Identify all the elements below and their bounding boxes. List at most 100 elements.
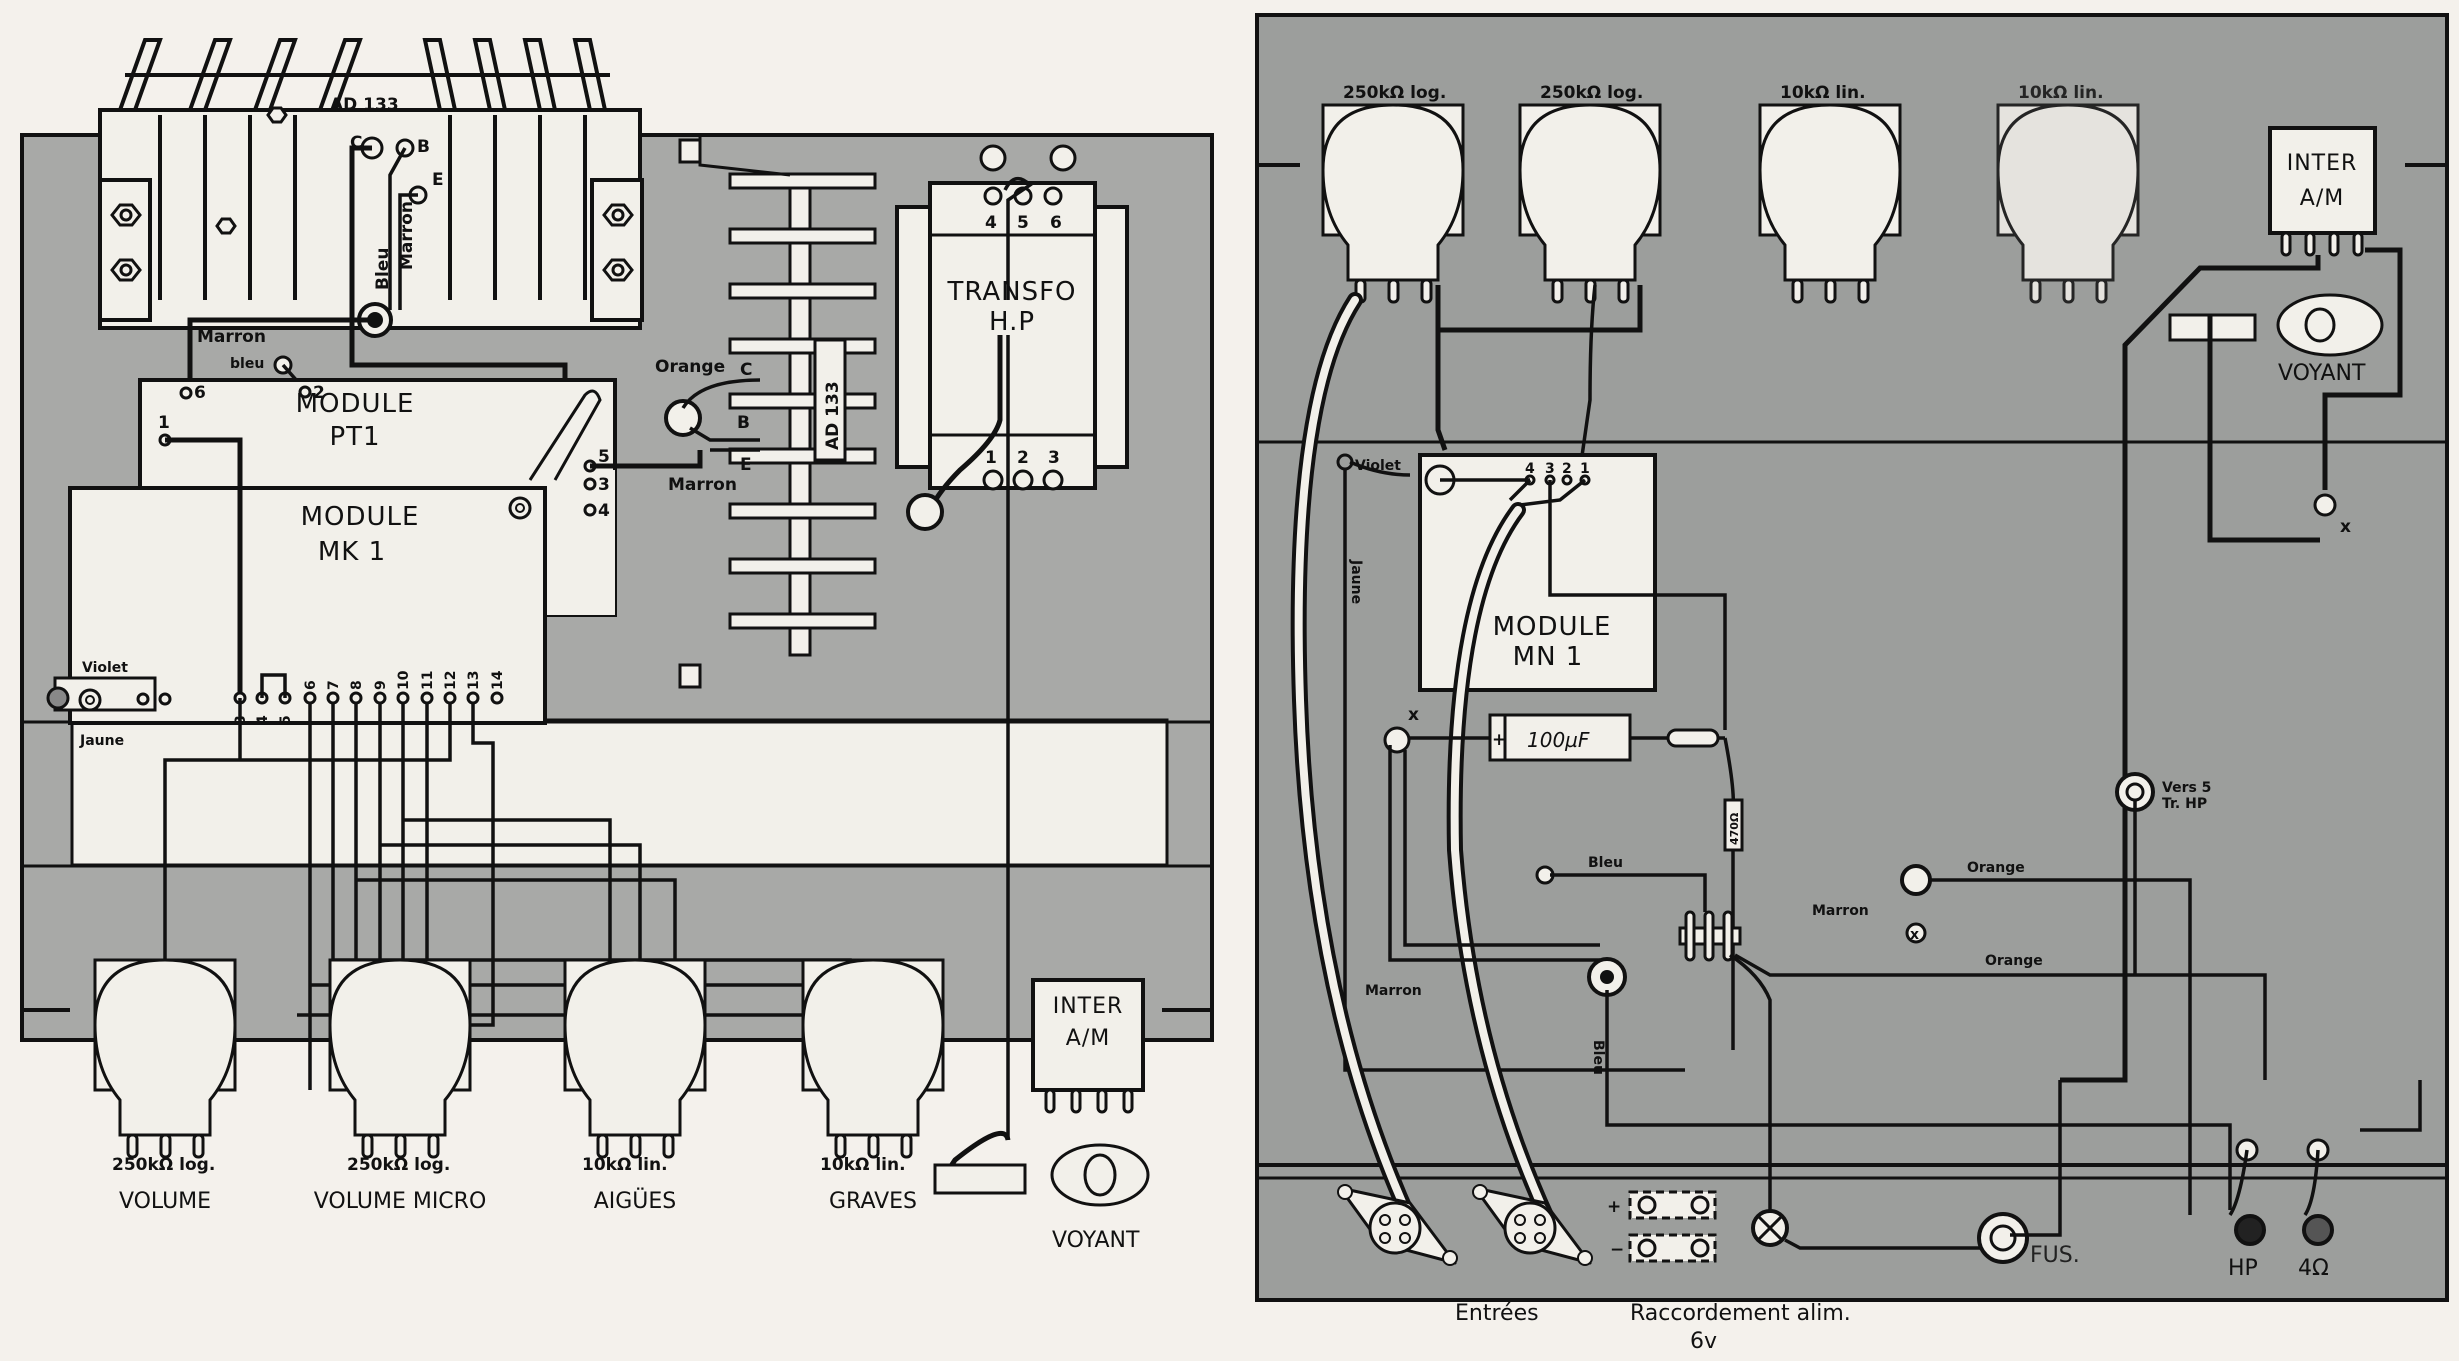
- wire-label-marron: Marron: [397, 201, 417, 270]
- mk1-pin-label: 12: [443, 671, 459, 690]
- pot-name: VOLUME: [119, 1189, 211, 1214]
- capacitor-100uf: + 100µF: [1395, 713, 1725, 762]
- mk1-pin: [326, 691, 340, 705]
- hp-label: HP: [2228, 1256, 2258, 1281]
- mk1-pin: [373, 691, 387, 705]
- module-pt1-title: MODULE: [296, 389, 415, 419]
- mk1-pin: [490, 691, 504, 705]
- potentiometer: 10kΩ lin. GRAVES: [801, 958, 945, 1214]
- power-plus: +: [1607, 1197, 1621, 1217]
- power-connector: + −: [1607, 1190, 1990, 1263]
- mk1-pin-label: 7: [326, 680, 342, 690]
- transformer-pin-1: 1: [985, 448, 997, 468]
- wire-label-bleu: Bleu: [373, 248, 393, 290]
- transformer-pin-5: 5: [1017, 213, 1029, 233]
- potentiometer: 10kΩ lin. AIGÜES: [563, 958, 707, 1214]
- mn1-pin-3: 3: [1545, 461, 1555, 477]
- transformer-pin-2: 2: [1017, 448, 1029, 468]
- pot-name: VOLUME MICRO: [314, 1189, 487, 1214]
- wire-label-bleu-right: Bleu: [1588, 855, 1623, 871]
- mn1-pin-4: 4: [1525, 461, 1535, 477]
- resistor-label: 470Ω: [1728, 812, 1741, 845]
- wire-label-bleu-vertical: Bleu: [1590, 1040, 1606, 1075]
- transistor-label: AD 133: [330, 95, 399, 115]
- wire-label-violet: Violet: [82, 660, 128, 676]
- impedance-label: 4Ω: [2298, 1256, 2329, 1281]
- caption-power: Raccordement alim.: [1630, 1301, 1851, 1326]
- fuse-label: FUS.: [2030, 1243, 2080, 1268]
- wire-label-marron-top: Marron: [197, 327, 266, 347]
- mk1-pin-label: 9: [373, 680, 389, 690]
- mk1-pin: [466, 691, 480, 705]
- din-input-connector[interactable]: [1472, 1184, 1593, 1266]
- resistor-470: 470Ω: [1723, 737, 1744, 1050]
- potentiometer: 10kΩ lin.: [1996, 83, 2140, 304]
- socket-pin-c: C: [740, 360, 752, 380]
- transformer-pin-4: 4: [985, 213, 997, 233]
- mk1-pin: [303, 691, 317, 705]
- mk1-pin: [396, 691, 410, 705]
- power-transistor-rail: AD 133: [678, 135, 877, 689]
- pt1-pin-1: 1: [158, 413, 170, 433]
- mn1-pin-2: 2: [1562, 461, 1572, 477]
- mn1-pin-1: 1: [1580, 461, 1590, 477]
- switch-inter-am: INTER A/M: [1031, 978, 1145, 1114]
- module-pt1-subtitle: PT1: [329, 422, 380, 452]
- pot-value: 10kΩ lin.: [1780, 83, 1866, 103]
- mk1-pin-label: 14: [490, 670, 506, 690]
- pot-value: 10kΩ lin.: [820, 1155, 906, 1175]
- wire-label-jaune: Jaune: [79, 733, 124, 749]
- ground-mark: x: [1910, 927, 1919, 943]
- transformer: TRANSFO H.P 4 5 6 1 2 3: [895, 144, 1129, 1140]
- transformer-title: TRANSFO: [946, 277, 1076, 307]
- vers-label-line2: Tr. HP: [2162, 796, 2207, 812]
- switch-label-line2: A/M: [1066, 1026, 1110, 1051]
- capacitor-label: 100µF: [1527, 728, 1590, 752]
- pot-value: 250kΩ log.: [112, 1155, 215, 1175]
- mk1-pin-label: 4: [255, 715, 271, 725]
- mk1-pin-label: 6: [303, 680, 319, 690]
- caption-inputs: Entrées: [1455, 1301, 1539, 1326]
- pot-value: 250kΩ log.: [347, 1155, 450, 1175]
- wire-label-marron-bottom: Marron: [668, 475, 737, 495]
- caption-power-voltage: 6v: [1690, 1329, 1717, 1354]
- potentiometer: 250kΩ log.: [1518, 83, 1662, 304]
- left-panel: AD 133 C B E Bleu Marron Marron bleu MOD…: [20, 38, 1214, 1253]
- pot-value: 250kΩ log.: [1540, 83, 1643, 103]
- switch-inter-am-right: INTER A/M: [2268, 126, 2377, 257]
- bus-wire: [163, 703, 452, 1100]
- pot-value: 10kΩ lin.: [582, 1155, 668, 1175]
- left-middle-band: [70, 718, 1169, 867]
- pot-name: AIGÜES: [594, 1188, 677, 1214]
- rail-transistor-label: AD 133: [823, 381, 843, 450]
- lamp-voyant: VOYANT: [933, 1130, 1150, 1253]
- speaker-terminals: HP 4Ω: [2228, 1080, 2422, 1281]
- ground-lug-icon: x: [2313, 493, 2351, 537]
- pin-label-b: B: [417, 137, 430, 157]
- wire-label-marron-right: Marron: [1365, 983, 1422, 999]
- switch-right-line1: INTER: [2287, 151, 2358, 176]
- din-input-connector[interactable]: [1337, 1184, 1458, 1266]
- pin-label-e: E: [432, 170, 444, 190]
- switch-label-line1: INTER: [1053, 994, 1124, 1019]
- module-mn1-subtitle: MN 1: [1513, 642, 1584, 672]
- heatsink: AD 133 C B E Bleu Marron: [98, 38, 644, 330]
- right-panel: 250kΩ log. 250kΩ log. 10kΩ lin. 10kΩ lin. I…: [1255, 13, 2449, 1354]
- lamp-right-label: VOYANT: [2278, 361, 2366, 386]
- module-mk1-title: MODULE: [301, 502, 420, 532]
- fuse: FUS.: [1977, 1080, 2080, 1268]
- mk1-pin: [443, 691, 457, 705]
- power-minus: −: [1610, 1240, 1624, 1260]
- mk1-pin-label: 8: [349, 680, 365, 690]
- wire-label-orange-bottom: Orange: [1985, 953, 2043, 969]
- lamp-label: VOYANT: [1052, 1228, 1140, 1253]
- mk1-pin-label: 5: [278, 715, 294, 725]
- potentiometer: 250kΩ log.: [1321, 83, 1465, 304]
- capacitor-polarity: +: [1492, 730, 1506, 750]
- pt1-pin-4: 4: [598, 501, 610, 521]
- mk1-pin: [349, 691, 363, 705]
- pot-name: GRAVES: [829, 1189, 917, 1214]
- socket-pin-e: E: [740, 455, 752, 475]
